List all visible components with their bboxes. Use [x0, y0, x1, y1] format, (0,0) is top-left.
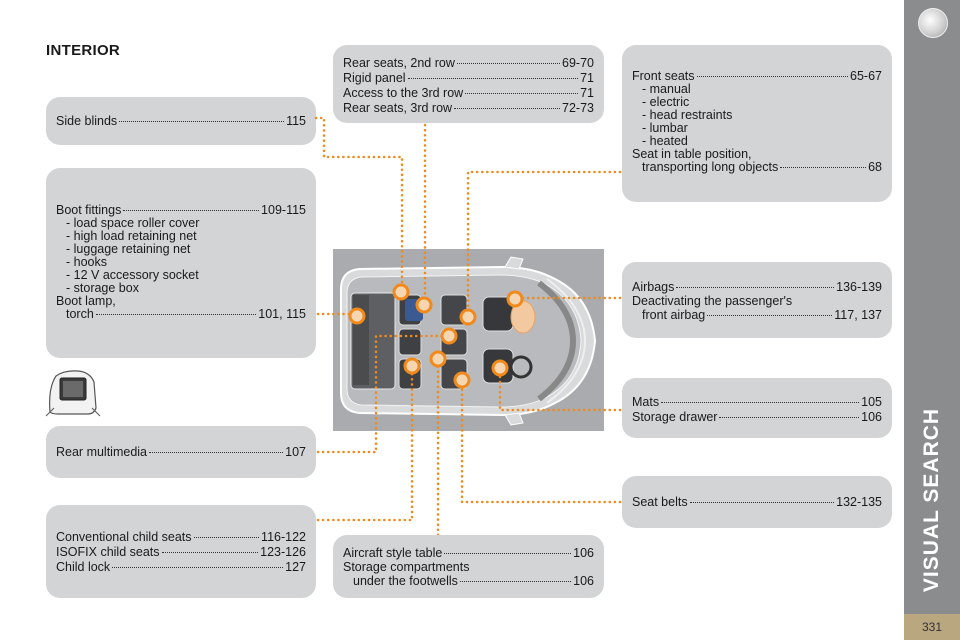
boot-sub-item: luggage retaining net	[56, 243, 306, 256]
deactivating-airbag-label: Deactivating the passenger's	[632, 294, 793, 308]
page-title: INTERIOR	[46, 42, 121, 59]
vehicle-top-view	[340, 256, 597, 426]
boot-lamp-label: Boot lamp,	[56, 294, 116, 308]
rear-multimedia-screen-icon	[45, 370, 101, 417]
boot-sub-item: load space roller cover	[56, 217, 306, 230]
boot-sub-item: 12 V accessory socket	[56, 269, 306, 282]
front-seats-sub-item: lumbar	[632, 122, 882, 135]
sidebar-title: VISUAL SEARCH	[920, 407, 943, 593]
hotspot-rear-seats[interactable]	[415, 296, 433, 314]
hotspot-airbags[interactable]	[506, 290, 524, 308]
hotspot-seat-belts[interactable]	[453, 371, 471, 389]
front-seats-sub-item: electric	[632, 96, 882, 109]
front-seats-sub-item: heated	[632, 135, 882, 148]
boot-sub-item: high load retaining net	[56, 230, 306, 243]
sidebar: VISUAL SEARCH	[904, 0, 960, 640]
page-number: 331	[904, 614, 960, 640]
hotspot-side-blinds[interactable]	[392, 283, 410, 301]
hotspot-rear-multimedia[interactable]	[440, 327, 458, 345]
boot-sub-item: hooks	[56, 256, 306, 269]
front-seats-sub-item: head restraints	[632, 109, 882, 122]
front-seats-sub-item: manual	[632, 83, 882, 96]
hotspot-front-seats[interactable]	[459, 308, 477, 326]
brand-logo-icon	[918, 8, 948, 38]
hotspot-child-seats[interactable]	[403, 357, 421, 375]
storage-compartments-label: Storage compartments	[343, 560, 470, 574]
hotspot-mats[interactable]	[491, 359, 509, 377]
boot-sub-item: storage box	[56, 282, 306, 295]
seat-table-position-label: Seat in table position,	[632, 147, 752, 161]
hotspot-boot[interactable]	[348, 307, 366, 325]
vehicle-interior-diagram	[333, 249, 604, 431]
hotspot-aircraft-table[interactable]	[429, 350, 447, 368]
